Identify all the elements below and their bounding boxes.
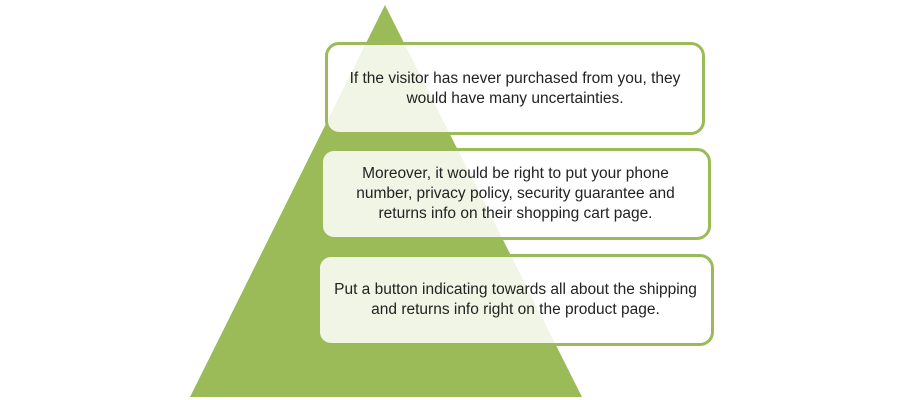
level-text: If the visitor has never purchased from … xyxy=(349,69,681,107)
pyramid-level-2: Moreover, it would be right to put your … xyxy=(320,148,711,240)
pyramid-level-3: Put a button indicating towards all abou… xyxy=(317,254,714,346)
pyramid-level-1: If the visitor has never purchased from … xyxy=(325,42,705,135)
level-text: Moreover, it would be right to put your … xyxy=(356,165,675,222)
level-text: Put a button indicating towards all abou… xyxy=(334,281,697,318)
